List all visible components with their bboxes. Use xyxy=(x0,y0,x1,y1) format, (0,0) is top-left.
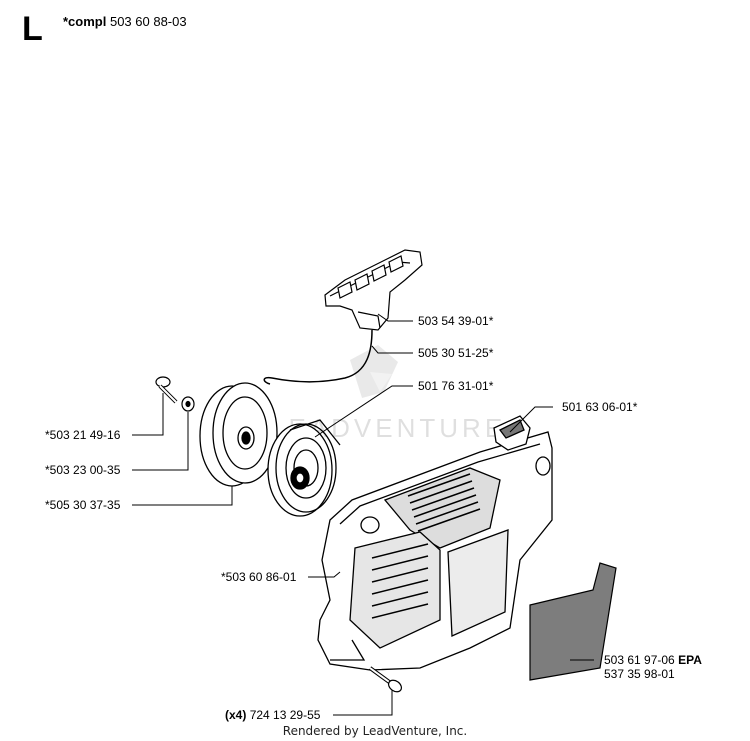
part-label-rope-pulley[interactable]: *505 30 37-35 xyxy=(45,498,121,512)
quantity-badge: (x4) xyxy=(225,708,247,722)
section-letter: L xyxy=(22,10,43,48)
watermark-logo xyxy=(350,345,398,398)
part-label-starter-handle[interactable]: 503 54 39-01* xyxy=(418,314,494,328)
part-label-starter-housing[interactable]: *503 60 86-01 xyxy=(221,570,297,584)
assembly-number: *compl 503 60 88-03 xyxy=(63,14,187,29)
starter-housing-part xyxy=(317,431,553,671)
part-label-epa-label-alt[interactable]: 537 35 98-01 xyxy=(604,667,675,681)
part-label-screw[interactable]: *503 21 49-16 xyxy=(45,428,121,442)
epa-suffix: EPA xyxy=(678,653,702,667)
housing-screw-number: 724 13 29-55 xyxy=(249,708,321,722)
render-credit: Rendered by LeadVenture, Inc. xyxy=(282,724,468,738)
epa-label-number: 503 61 97-06 xyxy=(604,653,675,667)
epa-label-part xyxy=(529,562,617,681)
part-label-cover-plug[interactable]: 501 63 06-01* xyxy=(562,400,638,414)
recoil-spring-part xyxy=(267,419,341,517)
part-label-housing-screw[interactable]: (x4) 724 13 29-55 xyxy=(225,709,320,721)
screw-part xyxy=(155,376,178,404)
washer-part xyxy=(181,396,195,412)
starter-rope-part xyxy=(263,329,373,385)
leader-lines xyxy=(132,313,594,716)
starter-handle-part xyxy=(324,249,423,331)
part-label-washer[interactable]: *503 23 00-35 xyxy=(45,463,121,477)
compl-prefix: *compl xyxy=(63,14,107,29)
part-label-epa-label[interactable]: 503 61 97-06 EPA xyxy=(604,654,702,666)
part-label-recoil-spring[interactable]: 501 76 31-01* xyxy=(418,379,494,393)
part-label-starter-rope[interactable]: 505 30 51-25* xyxy=(418,346,494,360)
rope-pulley-part xyxy=(199,382,278,487)
compl-number: 503 60 88-03 xyxy=(109,14,187,29)
housing-screw-part xyxy=(368,666,403,693)
